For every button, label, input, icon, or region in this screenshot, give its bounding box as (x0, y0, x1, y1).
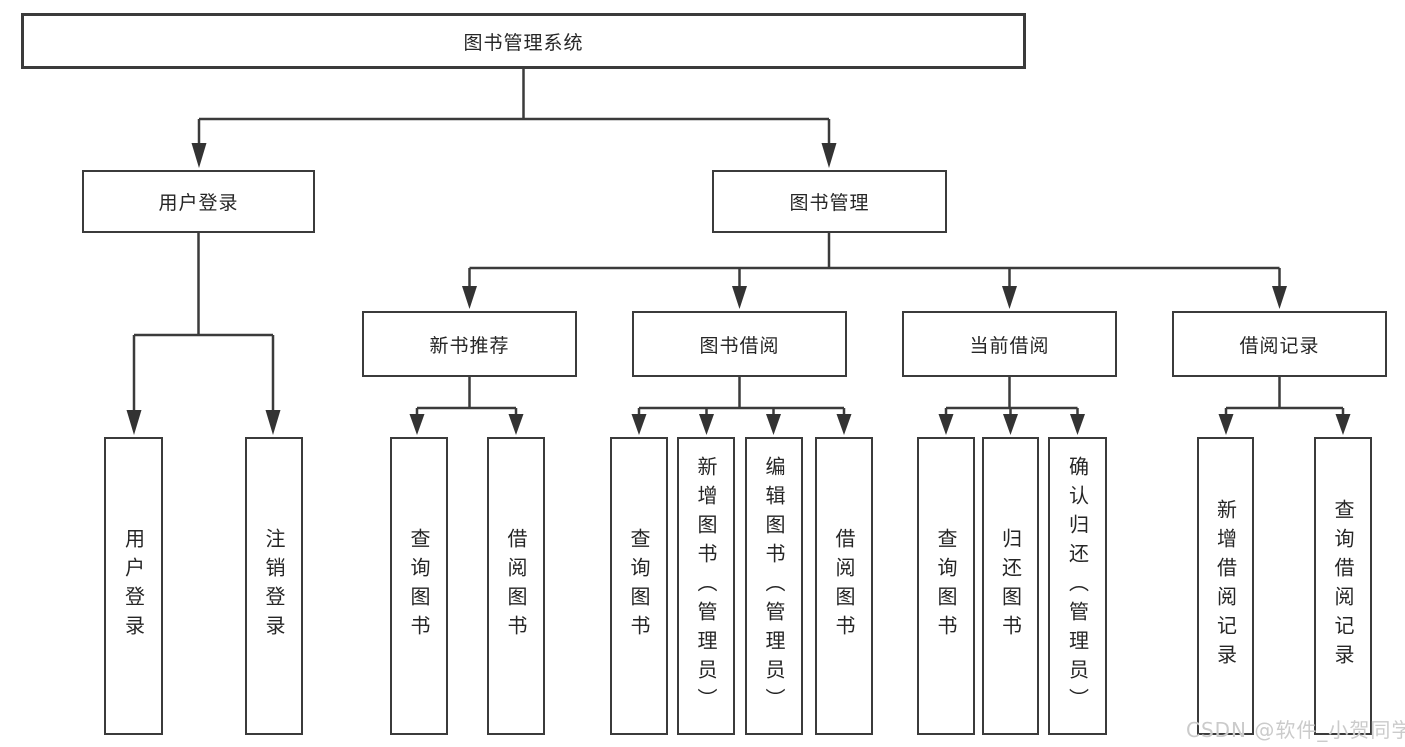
csdn-watermark: CSDN @软件_小贺同学 (1186, 718, 1405, 742)
node-current-query-books: 查询图书 (917, 437, 975, 735)
node-user-login-group: 用户登录 (82, 170, 315, 233)
arrowhead-icons (126, 143, 1351, 435)
node-library-management-system: 图书管理系统 (21, 13, 1026, 69)
node-book-management: 图书管理 (712, 170, 947, 233)
node-borrow-books: 借阅图书 (815, 437, 873, 735)
node-query-borrow-record: 查询借阅记录 (1314, 437, 1372, 735)
node-book-borrow: 图书借阅 (632, 311, 847, 377)
node-add-books-admin: 新增图书（管理员） (677, 437, 735, 735)
node-logout: 注销登录 (245, 437, 303, 735)
node-return-books: 归还图书 (982, 437, 1039, 735)
node-new-book-recommend: 新书推荐 (362, 311, 577, 377)
node-add-borrow-record: 新增借阅记录 (1197, 437, 1254, 735)
node-borrow-query-books: 查询图书 (610, 437, 668, 735)
node-current-borrow: 当前借阅 (902, 311, 1117, 377)
node-recommend-borrow-books: 借阅图书 (487, 437, 545, 735)
node-borrow-records: 借阅记录 (1172, 311, 1387, 377)
node-edit-books-admin: 编辑图书（管理员） (745, 437, 803, 735)
node-recommend-query-books: 查询图书 (390, 437, 448, 735)
node-user-login: 用户登录 (104, 437, 163, 735)
node-confirm-return-admin: 确认归还（管理员） (1048, 437, 1107, 735)
